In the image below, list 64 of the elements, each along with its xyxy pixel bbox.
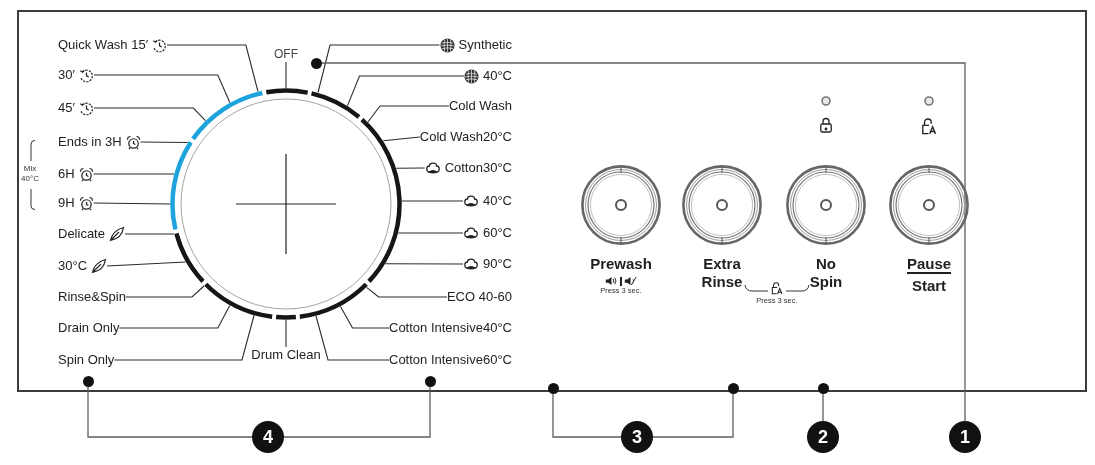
callout-number: 4 [252, 421, 284, 453]
program-label: Cold Wash [448, 97, 512, 115]
program-label: 60°C [482, 224, 512, 242]
program-label: Cotton Intensive40°C [389, 319, 512, 337]
leader-line [339, 305, 390, 329]
leader-line [382, 136, 421, 142]
leader-line [384, 263, 464, 265]
callout-leader-line [320, 62, 966, 422]
bracket-note: Mix 40°C [20, 164, 40, 184]
program-label: Cotton30°C [444, 159, 512, 177]
leader-line [118, 304, 231, 329]
callout-number: 2 [807, 421, 839, 453]
program-label: Rinse&Spin [58, 288, 126, 306]
program-label: 30′ [58, 66, 75, 84]
program-label: Ends in 3H [58, 133, 122, 151]
program-label: Drain Only [58, 319, 120, 337]
leader-line [317, 44, 441, 94]
leader-line [315, 315, 390, 361]
leader-line [140, 141, 189, 144]
leader-line [125, 285, 205, 298]
leader-line [124, 233, 175, 235]
leader-line [395, 167, 426, 169]
program-label: Delicate [58, 225, 105, 243]
callout-leader-line [283, 385, 431, 438]
program-label: OFF [274, 47, 298, 61]
leader-line [93, 107, 206, 122]
leader-line [93, 202, 171, 205]
button-label: No Spin [808, 255, 844, 291]
leader-line [113, 314, 255, 361]
leader-line [106, 261, 187, 267]
program-label: Drum Clean [251, 347, 321, 362]
leader-line [166, 44, 259, 92]
program-label: 40°C [482, 67, 512, 85]
callout-leader-line [822, 392, 824, 422]
program-label: Cold Wash20°C [419, 128, 512, 146]
callout-number: 3 [621, 421, 653, 453]
button-label: Extra Rinse [700, 255, 744, 291]
leader-line [285, 61, 287, 89]
leader-line [93, 74, 231, 104]
callout-number: 1 [949, 421, 981, 453]
program-label: Cotton Intensive60°C [389, 351, 512, 369]
callout-leader-line [652, 392, 734, 438]
button-label: Start [911, 277, 947, 295]
program-label: Quick Wash 15′ [58, 36, 149, 54]
program-label: Synthetic [458, 36, 512, 54]
program-label: 6H [58, 165, 75, 183]
button-label: Prewash [590, 255, 652, 273]
program-label: 45′ [58, 99, 75, 117]
leader-line [285, 319, 287, 348]
leader-line [367, 105, 450, 123]
leader-line [401, 200, 464, 202]
program-label: Spin Only [58, 351, 115, 369]
callout-leader-line [552, 392, 622, 438]
leader-line [93, 173, 175, 175]
leader-line [346, 75, 465, 107]
leader-line [366, 286, 448, 298]
program-label: 40°C [482, 192, 512, 210]
program-label: 9H [58, 194, 75, 212]
callout-leader-line [87, 385, 253, 438]
program-label: 90°C [482, 255, 512, 273]
leader-line [397, 232, 464, 234]
program-label: 30°C [58, 257, 88, 275]
program-label: ECO 40-60 [446, 288, 512, 306]
button-label: Pause [906, 255, 952, 274]
